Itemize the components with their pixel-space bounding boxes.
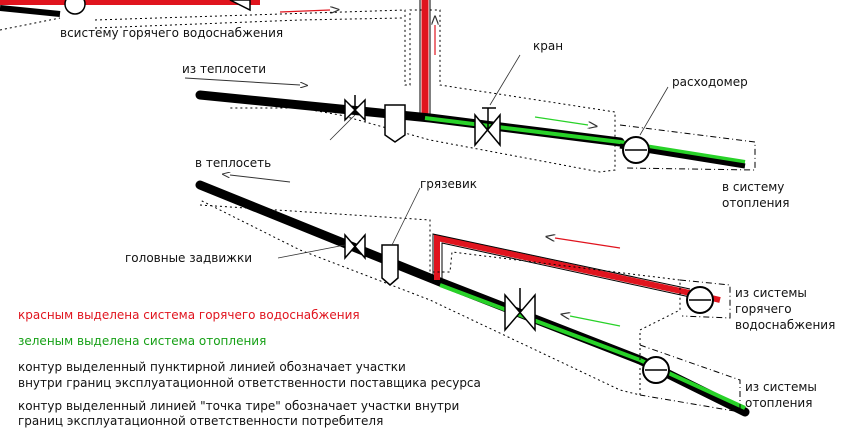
legend-red: красным выделена система горячего водосн…: [18, 308, 360, 322]
label-from-heating-1: из системы: [745, 380, 817, 394]
main-valve-return-icon: [344, 232, 366, 261]
supply-pipe: [195, 90, 756, 171]
return-pipe: [195, 180, 750, 417]
dotted-boundary-top: [94, 9, 616, 173]
label-from-heating-2: отопления: [745, 396, 812, 410]
label-mud-trap: грязевик: [420, 177, 477, 191]
label-main-valves: головные задвижки: [125, 251, 252, 265]
legend-green: зеленым выделена система отопления: [18, 334, 267, 348]
legend-dashdot-2: границ эксплуатационной ответственности …: [18, 414, 384, 428]
legend-dotted-2: внутри границ эксплуатационной ответстве…: [18, 376, 481, 390]
legend-dotted-1: контур выделенный пунктирной линией обоз…: [18, 360, 406, 374]
label-to-heating-1: в систему: [722, 180, 784, 194]
label-to-heat-network: в теплосеть: [195, 156, 271, 170]
flowmeter-icon: [64, 0, 86, 15]
mud-trap-icon: [384, 104, 406, 143]
label-tap: кран: [533, 39, 563, 53]
label-from-hot-water-1: из системы: [735, 286, 807, 300]
legend-dashdot-1: контур выделенный линией "точка тире" об…: [18, 399, 460, 413]
label-to-hot-water: всистему горячего водоснабжения: [60, 26, 283, 40]
mud-trap-return-icon: [381, 244, 399, 286]
label-from-hot-water-2: горячего: [735, 302, 792, 316]
label-from-hot-water-3: водоснабжения: [735, 318, 835, 332]
heating-valve-icon: [504, 292, 536, 333]
top-supply-fragment: [0, 0, 330, 31]
label-from-heat-network: из теплосети: [182, 62, 266, 76]
valve-icon: [229, 0, 251, 12]
label-to-heating-2: отопления: [722, 196, 789, 210]
label-flowmeter: расходомер: [672, 75, 748, 89]
